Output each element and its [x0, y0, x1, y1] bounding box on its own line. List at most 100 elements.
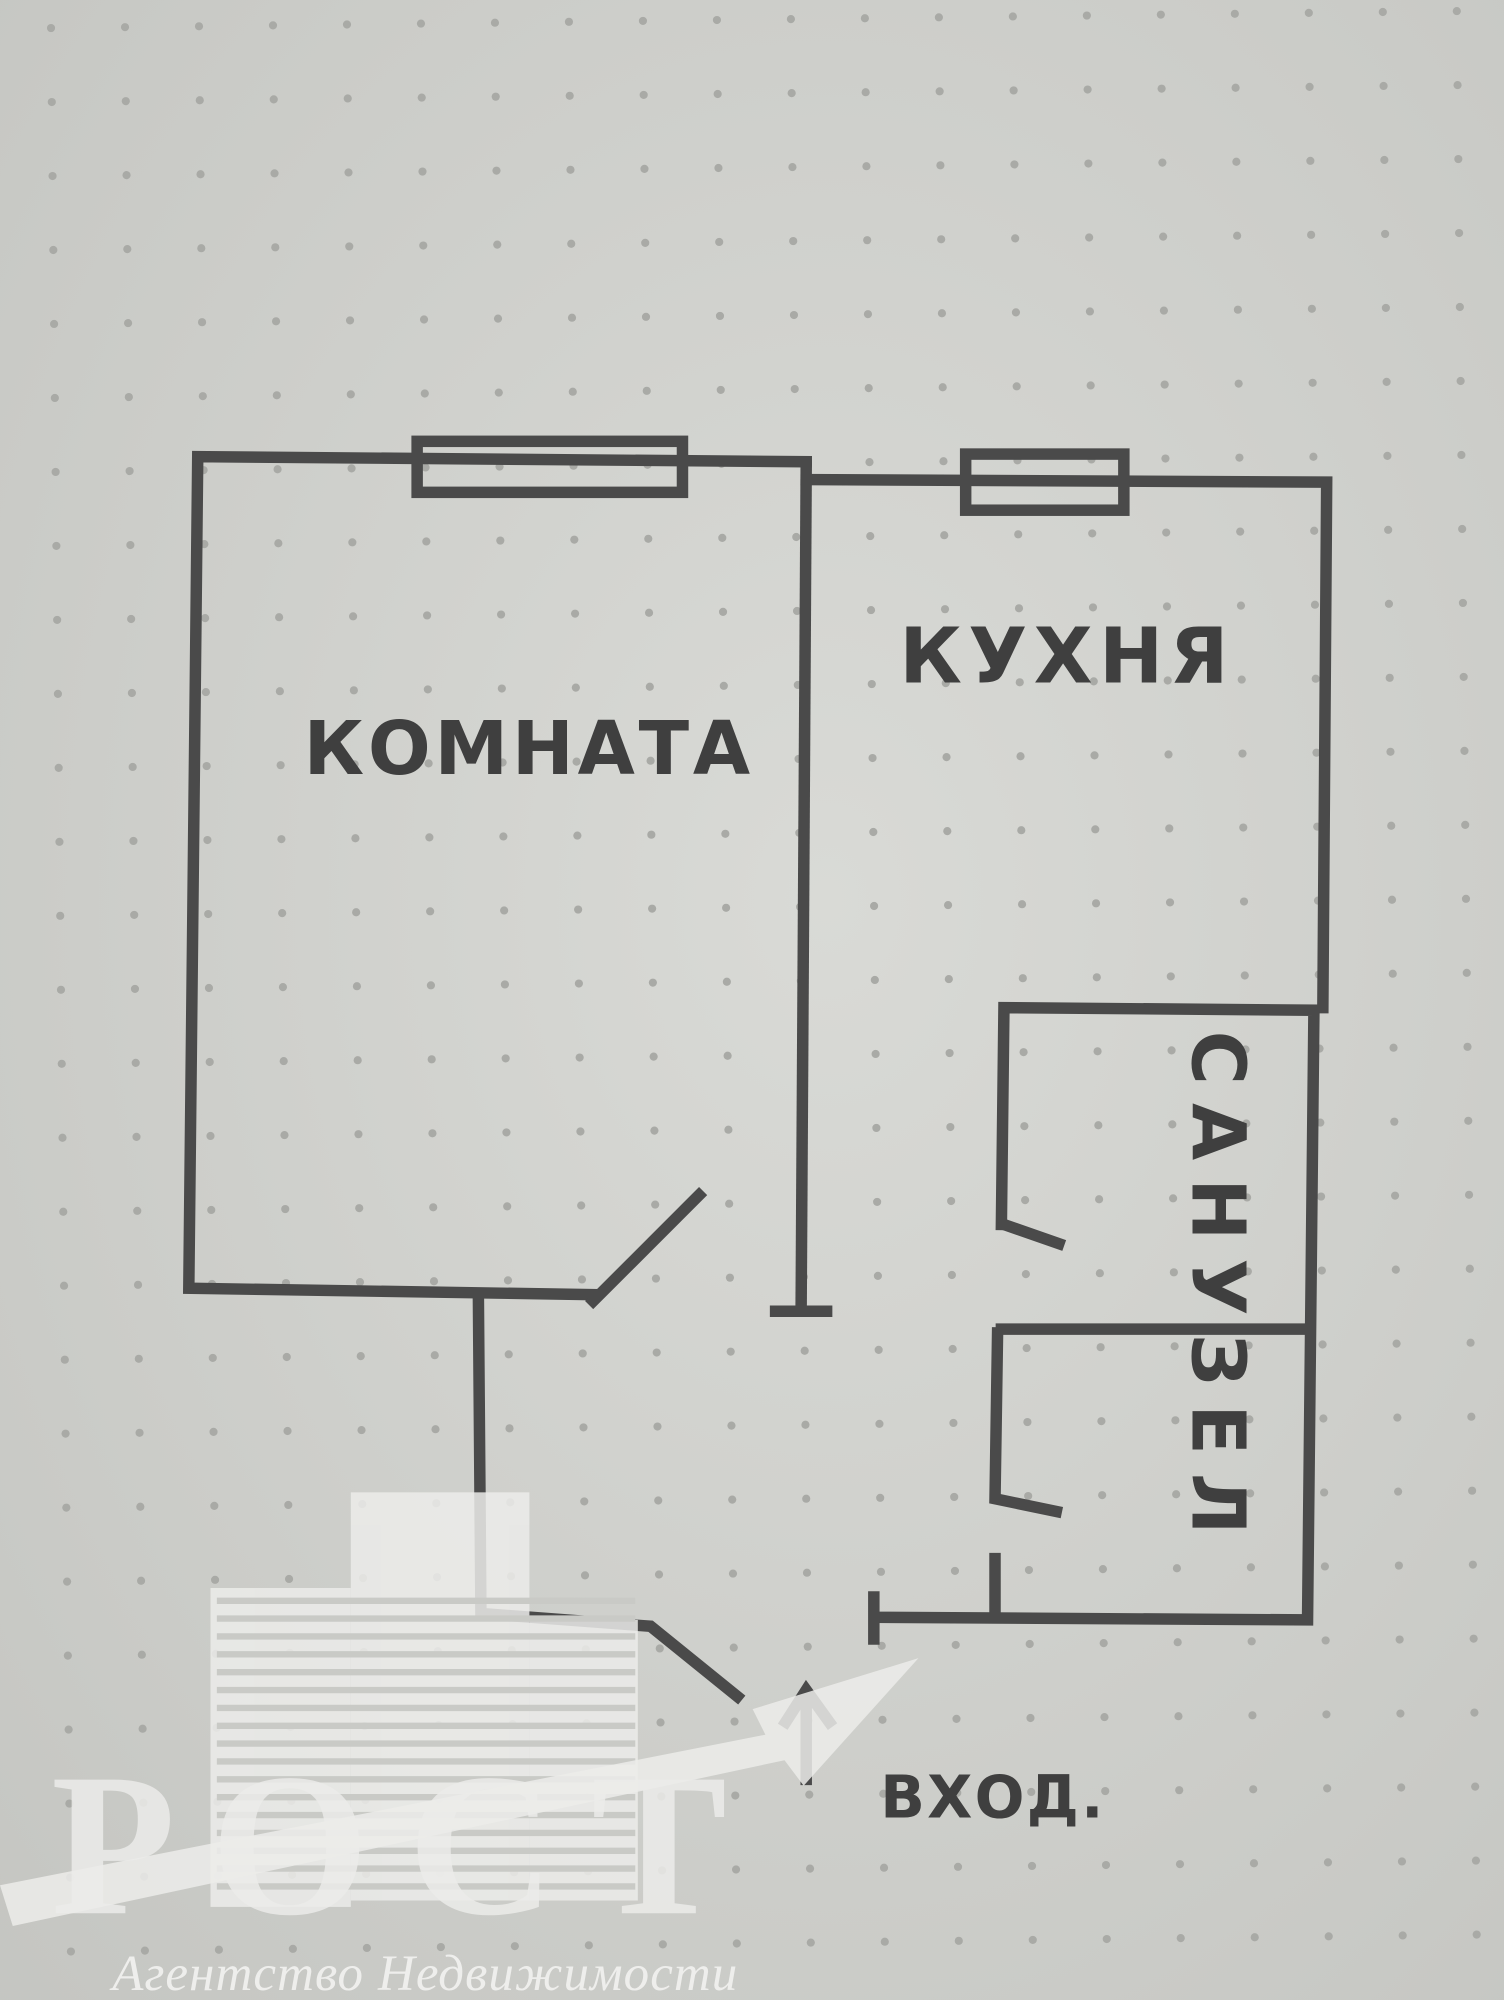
grid-dot [580, 1571, 590, 1580]
grid-dot [1014, 604, 1024, 613]
grid-dot [210, 1575, 220, 1584]
grid-dot [1453, 80, 1462, 90]
grid-dot [651, 1274, 661, 1283]
grid-dot [1231, 83, 1240, 92]
entrance-label: ВХОД. [880, 1764, 1103, 1832]
grid-dot [721, 829, 730, 838]
grid-dot [120, 23, 130, 32]
grid-dot [1082, 11, 1091, 20]
grid-dot [647, 830, 656, 839]
grid-dot [1086, 381, 1095, 390]
grid-dot [127, 614, 136, 624]
grid-dot [939, 457, 948, 466]
grid-dot [138, 1724, 147, 1733]
grid-dot [1159, 232, 1168, 241]
grid-dot [352, 982, 362, 991]
grid-dot [1024, 1491, 1033, 1501]
grid-dot [731, 1865, 741, 1874]
grid-dot [877, 1641, 886, 1650]
grid-dot [281, 1204, 290, 1214]
grid-dot [1391, 1265, 1400, 1274]
grid-dot [425, 833, 434, 842]
grid-dot [273, 465, 282, 474]
grid-dot [1175, 1786, 1184, 1795]
grid-dot [353, 1056, 362, 1065]
grid-dot [729, 1643, 738, 1652]
grid-dot [1304, 8, 1313, 17]
grid-dot [1027, 1861, 1037, 1871]
grid-dot [1246, 1563, 1255, 1572]
grid-dot [880, 1937, 889, 1946]
grid-dot [279, 1057, 288, 1066]
grid-dot [498, 758, 507, 767]
grid-dot [357, 1426, 366, 1435]
room-walls [182, 435, 833, 1317]
grid-dot [954, 1936, 963, 1945]
grid-dot [572, 757, 581, 766]
grid-dot [1384, 525, 1393, 534]
grid-dot [1460, 746, 1469, 755]
grid-dot [1165, 898, 1175, 907]
grid-dot [497, 684, 506, 693]
grid-dot [348, 538, 357, 547]
grid-dot [133, 1280, 143, 1289]
grid-dot [1088, 529, 1097, 538]
grid-dot [121, 97, 130, 106]
grid-dot [579, 1423, 588, 1432]
grid-dot [940, 531, 949, 540]
grid-dot [1101, 1786, 1110, 1796]
grid-dot [1101, 1860, 1111, 1870]
grid-dot [727, 1421, 736, 1430]
grid-dot [354, 1130, 363, 1139]
grid-dot [66, 1947, 76, 1956]
grid-dot [1312, 748, 1321, 757]
grid-dot [715, 237, 724, 247]
grid-dot [1310, 526, 1319, 535]
grid-dot [1162, 528, 1171, 537]
grid-dot [49, 245, 58, 255]
grid-dot [722, 977, 731, 986]
grid-dot [650, 1126, 659, 1135]
grid-dot [124, 392, 133, 402]
grid-dot [1160, 380, 1169, 389]
grid-dot [1008, 12, 1017, 21]
grid-dot [130, 910, 139, 920]
grid-dot [1396, 1709, 1405, 1718]
grid-dot [1017, 900, 1027, 909]
grid-dot [1309, 452, 1318, 461]
grid-dot [937, 235, 946, 244]
grid-dot [1468, 1560, 1477, 1569]
grid-dot [205, 1057, 214, 1067]
grid-dot [418, 167, 427, 176]
grid-dot [56, 911, 65, 920]
grid-dot [869, 901, 879, 911]
grid-dot [718, 607, 728, 616]
grid-dot [420, 389, 429, 398]
grid-dot [275, 687, 284, 696]
grid-dot [63, 1651, 72, 1660]
grid-dot [136, 1502, 145, 1511]
grid-dot [53, 689, 62, 698]
grid-dot [1318, 1340, 1327, 1349]
grid-dot [1247, 1637, 1256, 1646]
bathroom-label: САНУЗЕЛ [1175, 1031, 1261, 1535]
grid-dot [1232, 157, 1241, 166]
grid-dot [1243, 1267, 1252, 1276]
grid-dot [137, 1576, 146, 1585]
grid-dot [1085, 233, 1094, 242]
grid-dot [61, 1429, 70, 1438]
grid-dot [725, 1199, 734, 1208]
grid-dot [343, 94, 352, 103]
grid-dot [48, 171, 57, 181]
grid-dot [1233, 305, 1242, 314]
grid-dot [129, 836, 138, 846]
grid-dot [1381, 303, 1390, 312]
grid-dot [52, 541, 61, 550]
grid-dot [951, 1640, 960, 1649]
grid-dot [503, 1202, 512, 1211]
grid-dot [938, 383, 947, 392]
grid-dot [870, 975, 879, 985]
grid-dot [1234, 379, 1243, 388]
grid-dot [792, 606, 802, 616]
grid-dot [59, 1281, 69, 1290]
